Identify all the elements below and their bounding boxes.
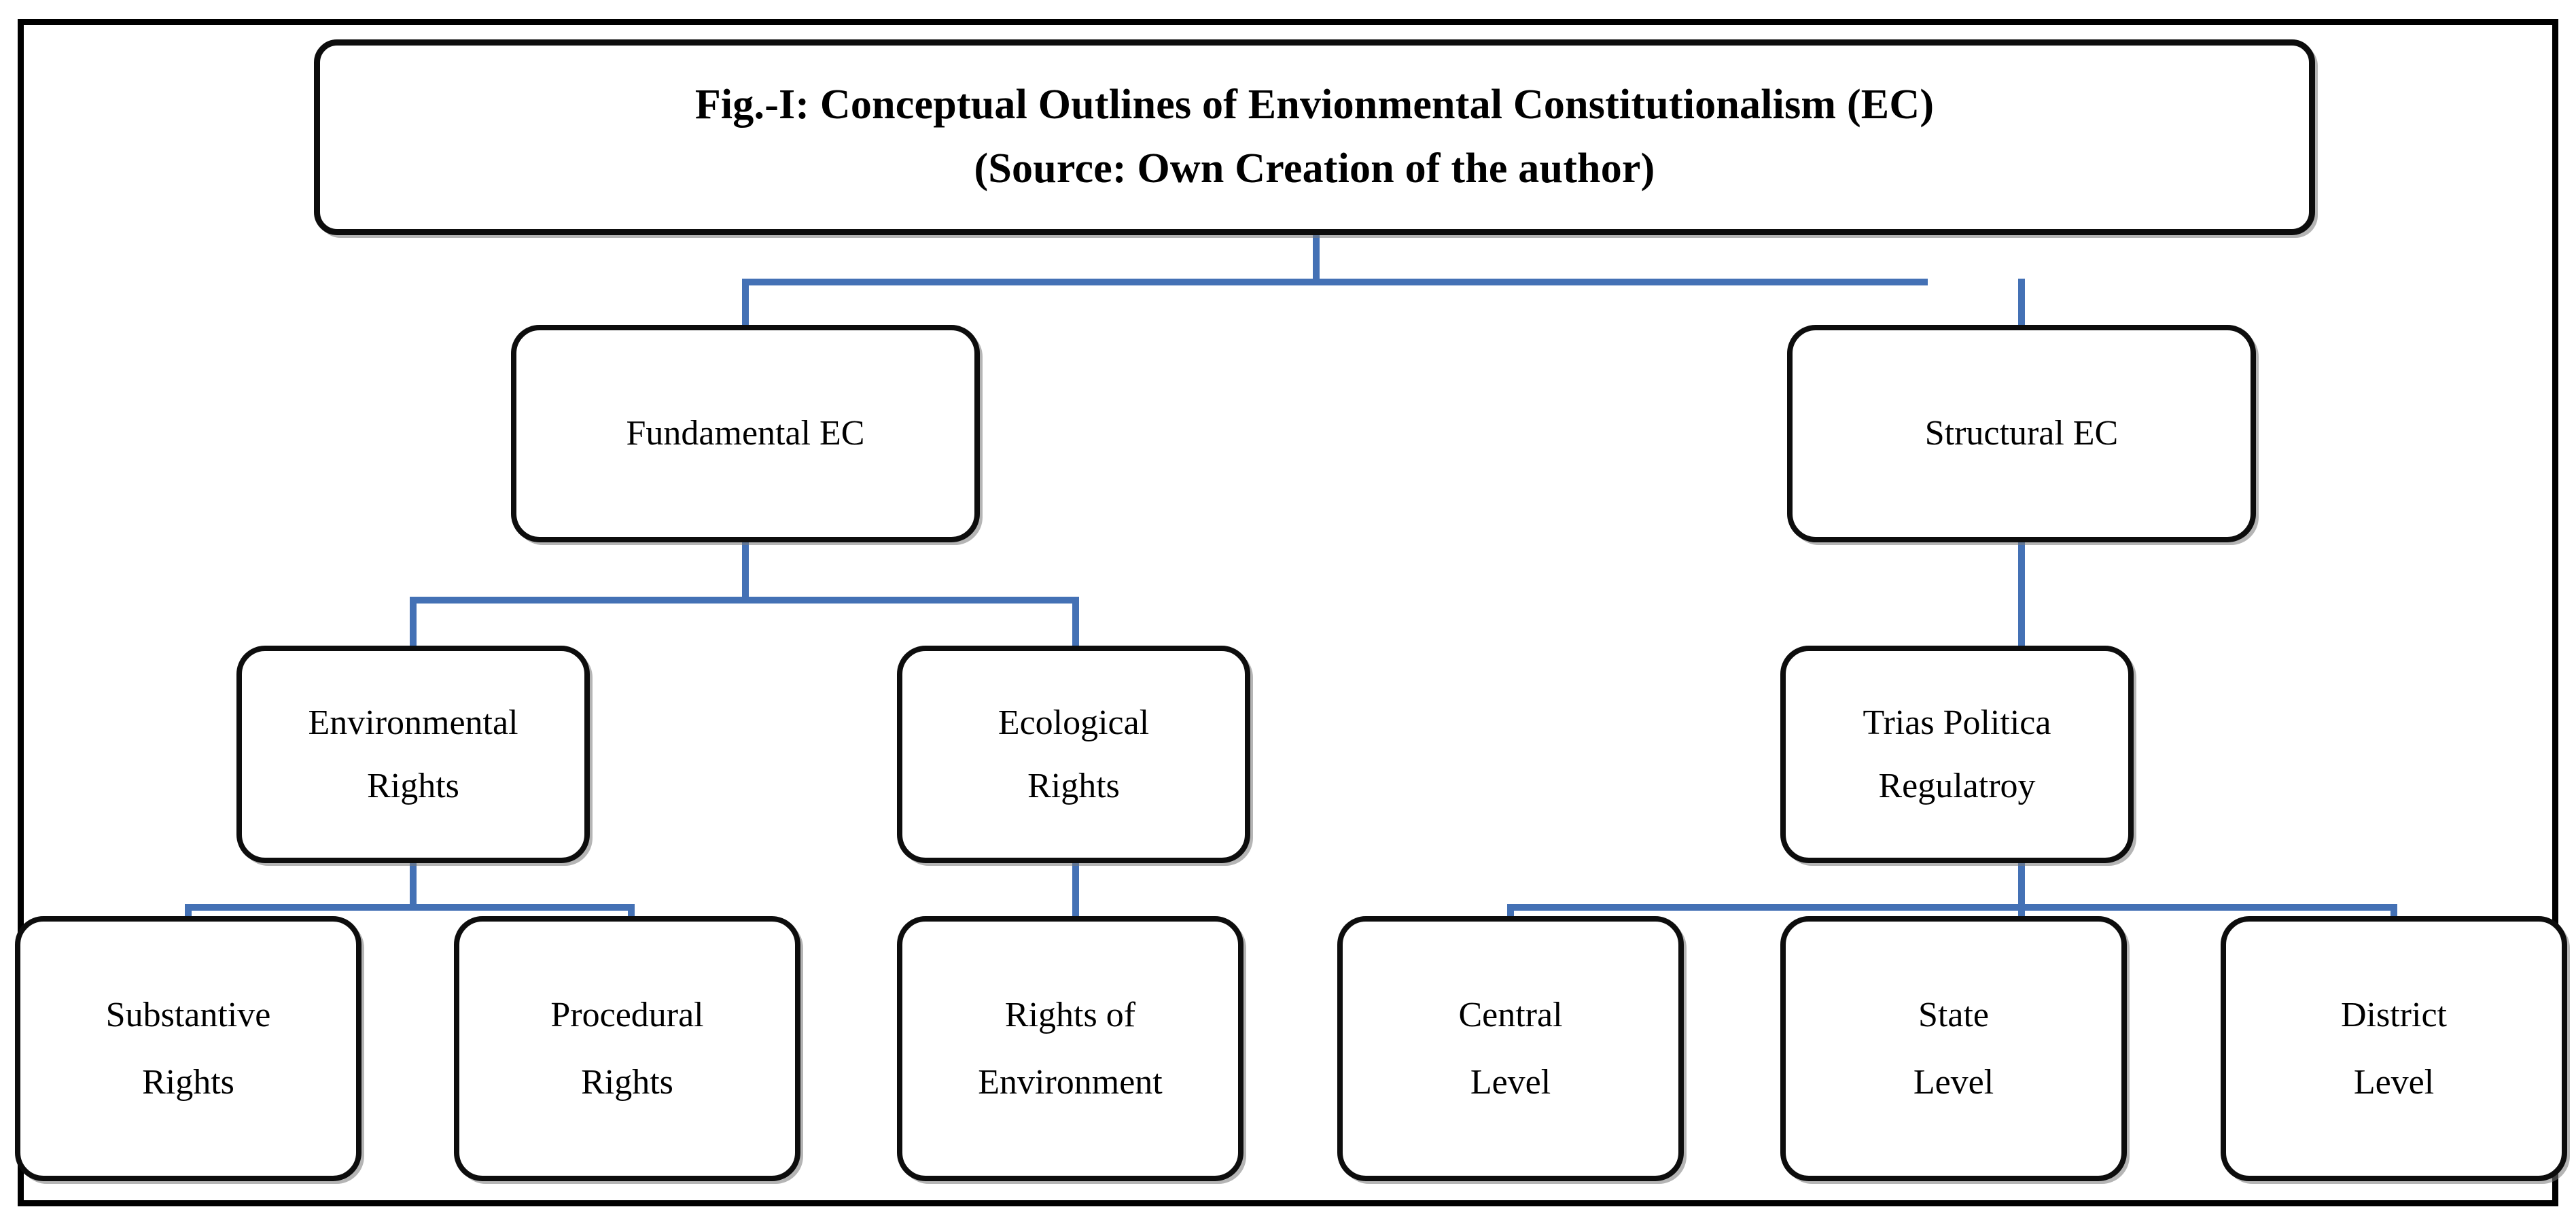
- node-trias-politica-label-line-2: Regulatroy: [1878, 767, 2036, 805]
- connector-fundamental-to-ecological-rights: [1072, 597, 1079, 648]
- node-district-level-label-line-2: Level: [2353, 1063, 2435, 1102]
- node-environmental-rights-label-line-1: Environmental: [308, 703, 518, 742]
- node-procedural-rights[interactable]: Procedural Rights: [454, 916, 800, 1181]
- node-central-level[interactable]: Central Level: [1337, 916, 1684, 1181]
- connector-title-bus: [745, 279, 1928, 285]
- node-environmental-rights-label-line-2: Rights: [367, 767, 459, 805]
- node-rights-of-environment-label-line-1: Rights of: [1004, 995, 1136, 1034]
- connector-trias-trunk: [2018, 863, 2025, 907]
- node-ecological-rights-label-line-2: Rights: [1027, 767, 1120, 805]
- node-state-level-label-line-1: State: [1918, 995, 1989, 1034]
- connector-environmental-rights-bus: [185, 904, 635, 911]
- node-structural-ec-label: Structural EC: [1924, 414, 2119, 453]
- figure-title-line-1: Fig.-I: Conceptual Outlines of Envionmen…: [694, 82, 1935, 128]
- node-ecological-rights[interactable]: Ecological Rights: [897, 646, 1250, 863]
- node-central-level-label-line-2: Level: [1470, 1063, 1551, 1102]
- node-ecological-rights-label-line-1: Ecological: [998, 703, 1150, 742]
- node-fundamental-ec[interactable]: Fundamental EC: [511, 325, 980, 542]
- node-rights-of-environment[interactable]: Rights of Environment: [897, 916, 1243, 1181]
- node-state-level[interactable]: State Level: [1780, 916, 2127, 1181]
- connector-title-trunk: [1313, 235, 1320, 281]
- node-structural-ec[interactable]: Structural EC: [1787, 325, 2256, 542]
- connector-title-to-structural: [2018, 279, 2025, 326]
- node-procedural-rights-label-line-2: Rights: [581, 1063, 673, 1102]
- connector-fundamental-trunk: [742, 542, 749, 599]
- node-district-level[interactable]: District Level: [2221, 916, 2567, 1181]
- figure-title-line-2: (Source: Own Creation of the author): [974, 145, 1655, 192]
- node-district-level-label-line-1: District: [2341, 995, 2447, 1034]
- connector-fundamental-bus: [410, 597, 1079, 604]
- node-central-level-label-line-1: Central: [1458, 995, 1563, 1034]
- figure-outer-frame: [18, 19, 2558, 1206]
- node-substantive-rights[interactable]: Substantive Rights: [15, 916, 361, 1181]
- connector-fundamental-to-environmental-rights: [410, 597, 417, 648]
- connector-trias-bus: [1507, 904, 2397, 911]
- node-environmental-rights[interactable]: Environmental Rights: [236, 646, 590, 863]
- connector-ecological-rights-to-rights-of-environment: [1072, 863, 1079, 920]
- node-trias-politica-label-line-1: Trias Politica: [1863, 703, 2051, 742]
- node-procedural-rights-label-line-1: Procedural: [550, 995, 704, 1034]
- connector-title-to-fundamental: [742, 279, 749, 326]
- node-substantive-rights-label-line-2: Rights: [142, 1063, 234, 1102]
- node-substantive-rights-label-line-1: Substantive: [105, 995, 271, 1034]
- node-figure-title: Fig.-I: Conceptual Outlines of Envionmen…: [314, 39, 2315, 235]
- node-trias-politica-regulatroy[interactable]: Trias Politica Regulatroy: [1780, 646, 2134, 863]
- node-state-level-label-line-2: Level: [1913, 1063, 1994, 1102]
- connector-structural-to-trias: [2018, 542, 2025, 648]
- node-rights-of-environment-label-line-2: Environment: [978, 1063, 1163, 1102]
- node-fundamental-ec-label: Fundamental EC: [626, 414, 865, 453]
- connector-environmental-rights-trunk: [410, 863, 417, 907]
